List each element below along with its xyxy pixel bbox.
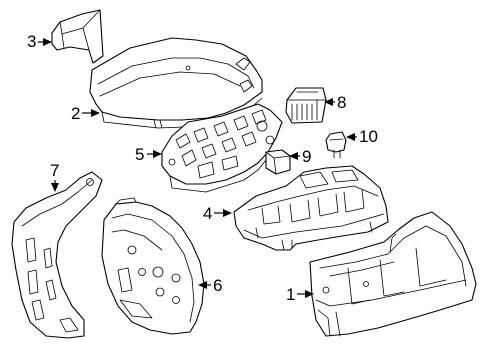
callout-4: 4 (203, 204, 232, 223)
callout-label-8: 8 (337, 93, 346, 112)
callout-label-7: 7 (50, 161, 59, 180)
callout-label-9: 9 (302, 147, 311, 166)
part-side-bracket (11, 171, 103, 339)
callout-3: 3 (27, 32, 52, 51)
callout-10: 10 (346, 127, 378, 146)
callout-label-3: 3 (27, 32, 36, 51)
callout-label-5: 5 (135, 145, 144, 164)
callout-5: 5 (135, 145, 162, 164)
callout-label-2: 2 (71, 104, 80, 123)
callout-label-6: 6 (213, 276, 222, 295)
part-fuse (325, 131, 347, 159)
callout-7: 7 (50, 161, 59, 192)
part-small-relay (265, 149, 291, 175)
part-relay (285, 87, 327, 124)
part-fuse-box-tray (233, 165, 389, 251)
callout-label-1: 1 (286, 285, 295, 304)
callout-6: 6 (198, 276, 222, 295)
part-fuse-relay-block (161, 103, 283, 193)
callout-9: 9 (289, 147, 311, 166)
part-fuse-box-lower-housing (309, 211, 477, 337)
part-side-cover-panel (101, 197, 205, 335)
part-cover-bracket (51, 9, 104, 64)
callout-8: 8 (324, 93, 346, 112)
callout-1: 1 (286, 285, 314, 304)
callout-2: 2 (71, 104, 100, 123)
callout-label-10: 10 (359, 127, 378, 146)
callout-label-4: 4 (203, 204, 212, 223)
